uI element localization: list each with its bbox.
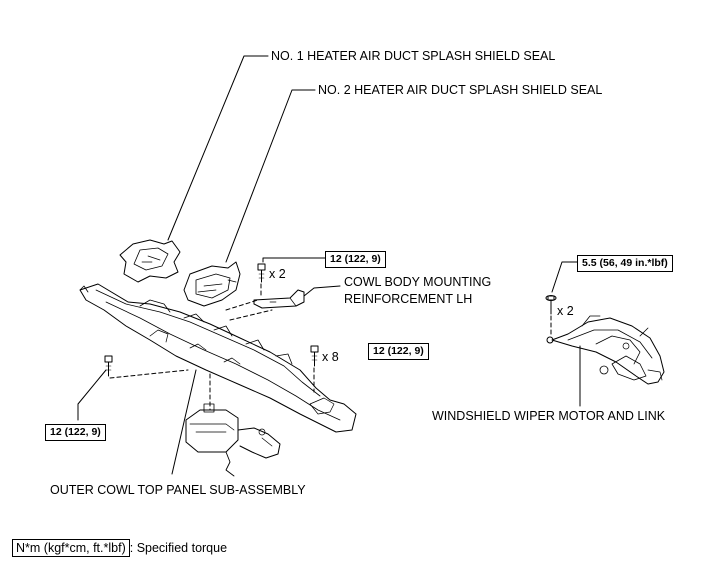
reinforcement-quantity: x 2 [269, 267, 286, 281]
wiper-torque-leader [551, 261, 578, 293]
seal-1-label: NO. 1 HEATER AIR DUCT SPLASH SHIELD SEAL [271, 49, 556, 63]
reinforcement-torque-leader [262, 257, 326, 263]
heater-air-duct-seal-1 [119, 239, 181, 283]
cowl-torque-box: 12 (122, 9) [368, 343, 429, 360]
cowl-bolt-dashed-guide [209, 367, 315, 411]
reinforcement-label-line-2: REINFORCEMENT LH [344, 292, 473, 306]
left-bolt [104, 355, 113, 377]
left-torque-box: 12 (122, 9) [45, 424, 106, 441]
left-bolt-dashed-guide [109, 369, 189, 379]
wiper-bolt [545, 295, 557, 315]
reinforcement-bolt [257, 263, 266, 283]
cowl-quantity: x 8 [322, 350, 339, 364]
reinforcement-label-line-1: COWL BODY MOUNTING [344, 275, 492, 289]
cowl-panel-label-leader [171, 369, 197, 475]
heater-air-duct-seal-2 [183, 261, 241, 307]
washer-reservoir [185, 403, 281, 477]
wiper-motor-label: WINDSHIELD WIPER MOTOR AND LINK [432, 409, 666, 423]
outer-cowl-top-panel [79, 283, 357, 433]
cowl-body-mounting-reinforcement [253, 285, 341, 309]
legend-description: : Specified torque [129, 541, 228, 555]
left-torque-leader [77, 369, 107, 421]
legend-unit-box: N*m (kgf*cm, ft.*lbf) [12, 539, 130, 557]
wiper-quantity: x 2 [557, 304, 574, 318]
leader-line-seal-2 [225, 89, 316, 263]
seal-2-label: NO. 2 HEATER AIR DUCT SPLASH SHIELD SEAL [318, 83, 603, 97]
cowl-panel-label: OUTER COWL TOP PANEL SUB-ASSEMBLY [50, 483, 306, 497]
reinforcement-torque-box: 12 (122, 9) [325, 251, 386, 268]
windshield-wiper-motor-and-link [546, 315, 665, 385]
leader-line-seal-1 [167, 55, 269, 241]
cowl-bolt [310, 345, 319, 367]
torque-legend: N*m (kgf*cm, ft.*lbf): Specified torque [12, 539, 228, 557]
wiper-torque-box: 5.5 (56, 49 in.*lbf) [577, 255, 673, 272]
reinforcement-dashed-guide [225, 283, 273, 321]
